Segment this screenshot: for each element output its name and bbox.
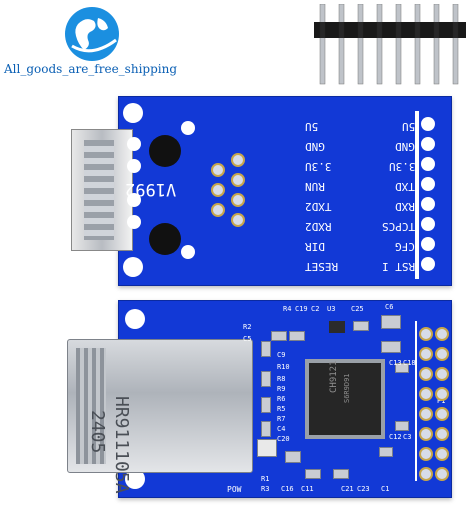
label-c9: C9 <box>277 351 286 359</box>
pin-label-inner: RXD2 <box>305 220 332 233</box>
label-c13: C13 <box>389 359 402 367</box>
label-c16: C16 <box>281 485 294 493</box>
pin-label-outer: RST I <box>381 260 415 273</box>
pin-label-inner: 3.3U <box>305 160 332 173</box>
jack-pin-black <box>149 135 181 167</box>
label-r10: R10 <box>277 363 290 371</box>
jack-pin-black <box>149 223 181 255</box>
jack-marking-line2: 2405 <box>87 410 108 454</box>
label-c6: C6 <box>385 303 394 311</box>
pin-label-inner: GND <box>305 140 325 153</box>
label-c12: C12 <box>389 433 402 441</box>
jack-marking-line1: HR911105A <box>111 396 132 494</box>
label-pow: POW <box>227 485 242 494</box>
label-c5: C5 <box>243 335 252 343</box>
ethernet-jack-side <box>71 129 133 251</box>
pin-label-outer: CFG <box>395 240 415 253</box>
pin-label-outer: TXD <box>395 180 415 193</box>
pin-label-inner: 5U <box>305 120 319 133</box>
rj45-jack: HR911105A 2405 <box>67 339 253 494</box>
label-c4: C4 <box>277 425 286 433</box>
chip-sublabel: S6R9D91 <box>343 373 351 403</box>
pin-label-outer: RXD <box>395 200 415 213</box>
label-c20: C20 <box>277 435 290 443</box>
label-c21: C21 <box>341 485 354 493</box>
pin-label-inner: RESET <box>305 260 339 273</box>
pin-label-outer: TCPCS <box>381 220 415 233</box>
label-u3: U3 <box>327 305 336 313</box>
mount-hole <box>123 257 143 277</box>
label-r7: R7 <box>277 415 286 423</box>
pin-label-outer: GND <box>395 140 415 153</box>
mount-hole <box>123 103 143 123</box>
label-c11: C11 <box>301 485 314 493</box>
ch9121-chip: CH9121 S6R9D91 <box>305 359 385 439</box>
label-c18: C18 <box>403 359 416 367</box>
label-r4: R4 <box>283 305 292 313</box>
label-p1: P1 <box>437 397 446 405</box>
label-r1: R1 <box>261 475 270 483</box>
label-c3: C3 <box>403 433 412 441</box>
label-c19: C19 <box>295 305 308 313</box>
label-r3: R3 <box>261 485 270 493</box>
mount-hole <box>125 469 145 489</box>
watermark-text: All_goods_are_free_shipping <box>4 62 178 76</box>
model-label: V1992 <box>125 179 177 199</box>
pin-label-column: 5U 5U GND GND 3.3U 3.3U RUN TXD TXD2 RXD… <box>305 113 415 273</box>
mount-hole <box>125 309 145 329</box>
pin-label-inner: DIR <box>305 240 325 253</box>
label-r5: R5 <box>277 405 286 413</box>
pin-label-outer: 5U <box>401 120 415 133</box>
pin-label-outer: 3.3U <box>388 160 416 173</box>
label-c25: C25 <box>351 305 364 313</box>
globe-logo <box>64 6 120 62</box>
label-r8: R8 <box>277 375 286 383</box>
label-r9: R9 <box>277 385 286 393</box>
bottom-board: HR911105A 2405 CH9121 S6R9D91 R4 C19 C2 … <box>67 300 452 498</box>
label-r2: R2 <box>243 323 252 331</box>
pin-label-inner: TXD2 <box>305 200 332 213</box>
chip-label: CH9121 <box>329 360 339 393</box>
label-c23: C23 <box>357 485 370 493</box>
label-c1: C1 <box>381 485 390 493</box>
label-r6: R6 <box>277 395 286 403</box>
top-board: V1992 5U 5U GND GND 3.3U 3.3U RUN TXD TX… <box>71 96 452 286</box>
pin-label-inner: RUN <box>305 180 325 193</box>
pin-header <box>310 3 470 90</box>
label-c2: C2 <box>311 305 320 313</box>
